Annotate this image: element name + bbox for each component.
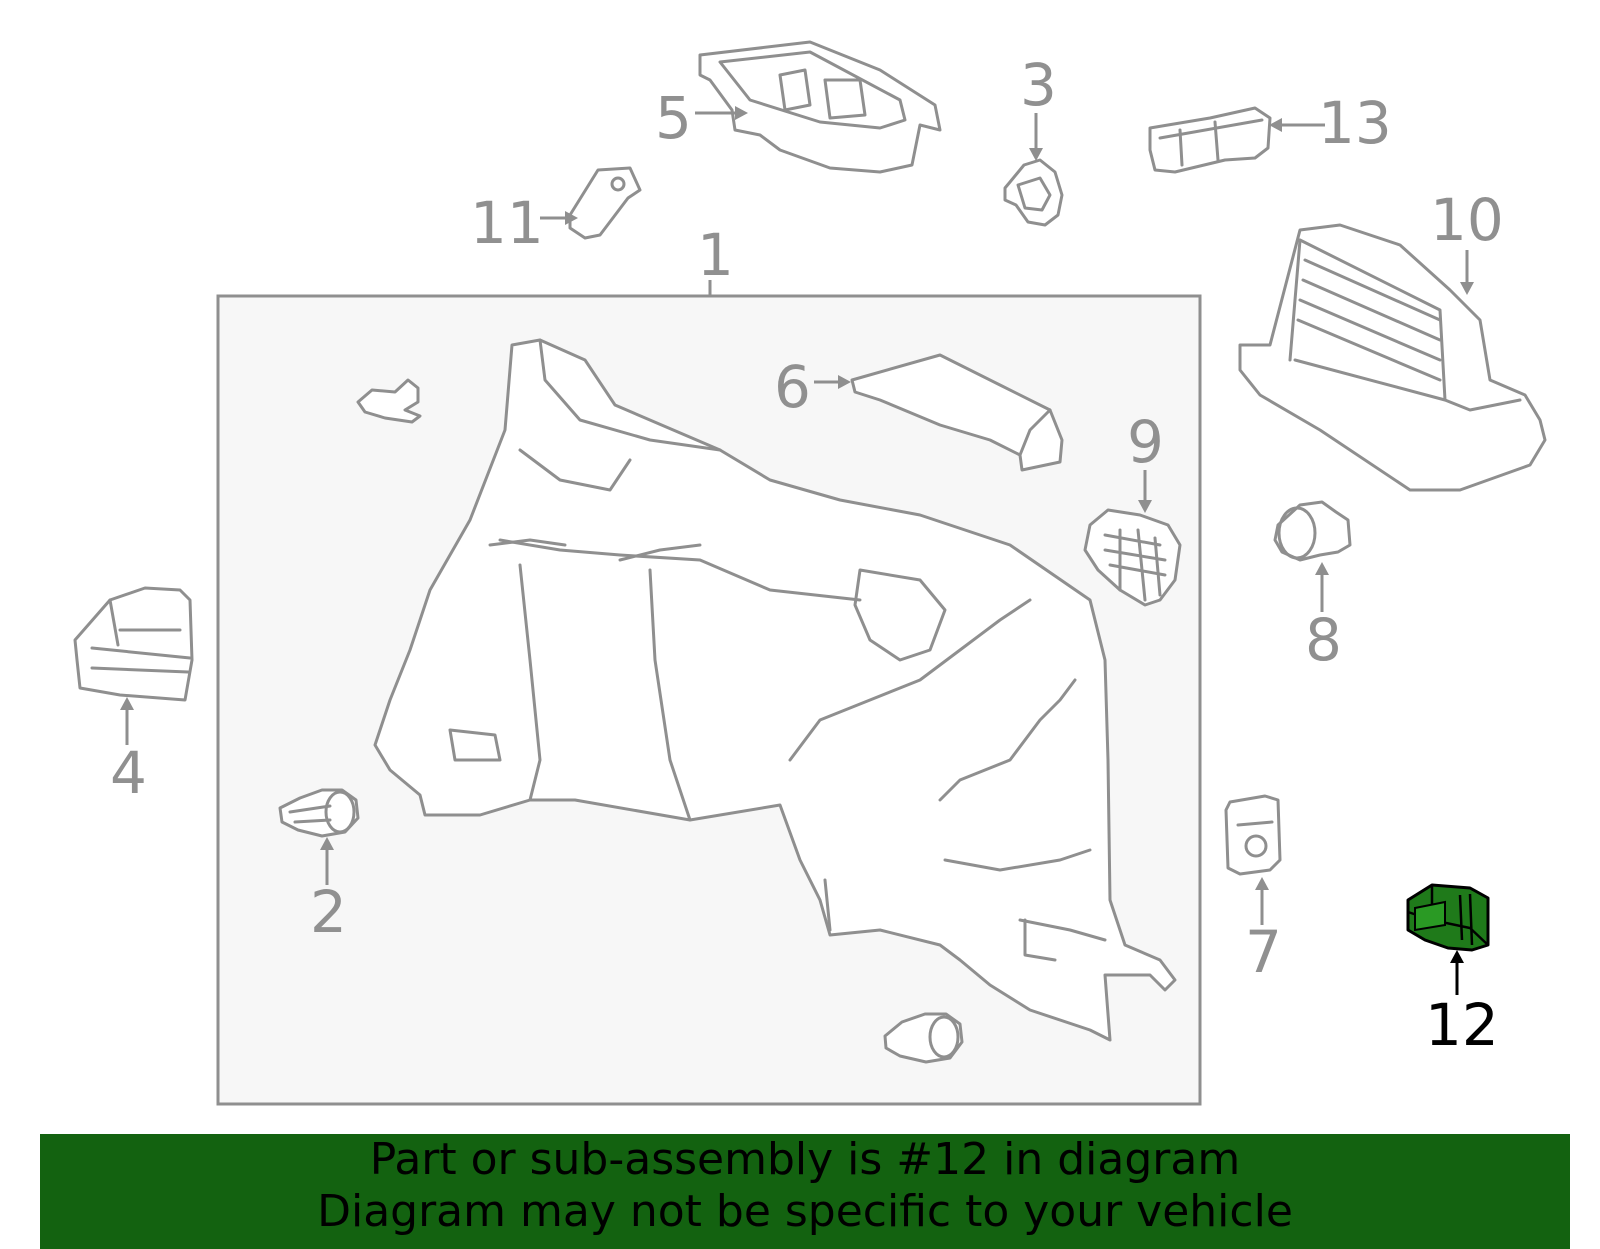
callout-3: 3 [1020, 51, 1057, 119]
callout-13: 13 [1318, 89, 1392, 157]
clip-part [356, 378, 422, 424]
switch-part [1148, 106, 1272, 174]
highlighted-part-12 [1406, 883, 1490, 952]
retainer-clip-part [1003, 158, 1064, 227]
banner-line-1: Part or sub-assembly is #12 in diagram [369, 1134, 1241, 1185]
callout-7: 7 [1245, 918, 1282, 986]
callout-1: 1 [697, 221, 734, 289]
banner-line-2: Diagram may not be specific to your vehi… [317, 1186, 1293, 1237]
vent-grille-part [1083, 508, 1182, 607]
trim-cover-part [850, 353, 1064, 472]
info-banner: Part or sub-assembly is #12 in diagram D… [40, 1134, 1570, 1249]
callout-10: 10 [1430, 186, 1504, 254]
callout-labels: 1 2 3 4 5 6 7 8 9 10 11 12 13 [110, 51, 1504, 1059]
callout-8: 8 [1305, 606, 1342, 674]
bracket-part [73, 586, 194, 702]
leader-arrows [120, 106, 1474, 995]
callout-6: 6 [774, 353, 811, 421]
callout-11: 11 [470, 189, 544, 257]
callout-12: 12 [1425, 991, 1499, 1059]
speaker-panel-part [1238, 223, 1547, 492]
callout-4: 4 [110, 739, 147, 807]
latch-part [1224, 794, 1282, 876]
callout-9: 9 [1127, 408, 1164, 476]
callout-2: 2 [310, 878, 347, 946]
push-pin-clip-lower [883, 1012, 964, 1064]
grommet-part [1273, 500, 1352, 562]
storage-tray-part [698, 40, 942, 174]
push-pin-clip-part [278, 788, 360, 838]
callout-5: 5 [655, 84, 692, 152]
quarter-trim-panel-part [373, 338, 1177, 1042]
mount-bracket-part [568, 166, 642, 240]
